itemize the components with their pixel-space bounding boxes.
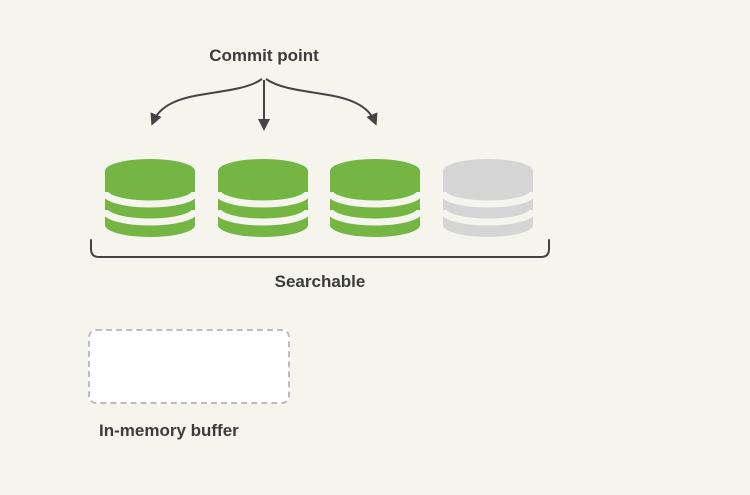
in-memory-buffer-label: In-memory buffer	[99, 421, 239, 440]
database-segment-4-icon	[443, 159, 533, 237]
searchable-label: Searchable	[274, 272, 366, 291]
cylinder-gap	[330, 191, 420, 208]
bracket-path	[90, 239, 550, 258]
cylinder-gap	[105, 191, 195, 208]
arrow-left	[150, 78, 263, 126]
cylinder-gap	[443, 191, 533, 208]
database-segment-1-icon	[105, 159, 195, 237]
arrow-right	[265, 78, 378, 126]
cylinder-gap	[105, 209, 195, 226]
in-memory-buffer-box	[88, 329, 290, 404]
database-segment-3-icon	[330, 159, 420, 237]
cylinder-gap	[218, 209, 308, 226]
cylinder-gap	[443, 209, 533, 226]
database-segment-2-icon	[218, 159, 308, 237]
cylinder-gap	[330, 209, 420, 226]
commit-point-label: Commit point	[209, 46, 319, 65]
cylinder-gap	[218, 191, 308, 208]
